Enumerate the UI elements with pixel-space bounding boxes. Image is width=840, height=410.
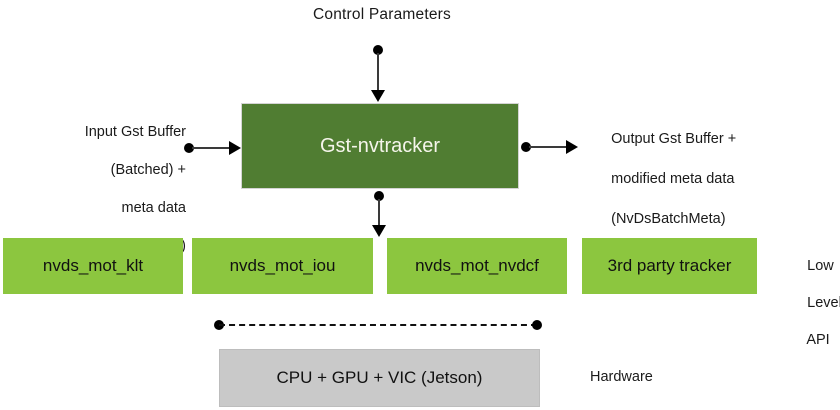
input-arrowhead-icon xyxy=(229,141,241,155)
output-connector-line xyxy=(529,146,566,148)
output-arrowhead-icon xyxy=(566,140,578,154)
control-arrowhead-icon xyxy=(371,90,385,102)
input-label-line: meta data xyxy=(121,200,187,216)
input-label-line: (Batched) + xyxy=(110,162,186,178)
control-connector-dot xyxy=(373,45,383,55)
output-label-line: (NvDsBatchMeta) xyxy=(611,211,726,227)
output-label-line: Output Gst Buffer + xyxy=(611,131,737,147)
block-nvds-mot-klt-label: nvds_mot_klt xyxy=(42,256,144,275)
block-3rd-party-tracker-label: 3rd party tracker xyxy=(607,256,732,275)
hardware-boundary-dashed-line xyxy=(219,324,537,326)
api-label-line: Level xyxy=(807,294,840,311)
block-3rd-party-tracker: 3rd party tracker xyxy=(582,238,757,294)
block-nvds-mot-iou-label: nvds_mot_iou xyxy=(229,256,336,275)
input-connector-line xyxy=(192,147,230,149)
block-nvds-mot-iou: nvds_mot_iou xyxy=(192,238,373,294)
api-label-line: API xyxy=(806,331,830,348)
lowlevel-connector-line xyxy=(378,199,380,225)
output-connector-dot xyxy=(521,142,531,152)
control-parameters-label: Control Parameters xyxy=(313,6,451,23)
hardware-label: Hardware xyxy=(590,369,653,385)
input-label-line: Input Gst Buffer xyxy=(84,124,186,140)
hardware-block: CPU + GPU + VIC (Jetson) xyxy=(219,349,540,407)
gst-nvtracker-block-label: Gst-nvtracker xyxy=(319,134,441,157)
block-nvds-mot-nvdcf: nvds_mot_nvdcf xyxy=(387,238,567,294)
hardware-block-label: CPU + GPU + VIC (Jetson) xyxy=(276,368,483,387)
block-nvds-mot-klt: nvds_mot_klt xyxy=(3,238,183,294)
output-buffer-label: Output Gst Buffer + modified meta data (… xyxy=(595,109,805,249)
hardware-boundary-dot-right xyxy=(532,320,542,330)
control-connector-line xyxy=(377,53,379,93)
lowlevel-arrowhead-icon xyxy=(372,225,386,237)
low-level-api-label: Low Level API xyxy=(791,238,840,368)
block-nvds-mot-nvdcf-label: nvds_mot_nvdcf xyxy=(415,256,539,275)
gst-nvtracker-block: Gst-nvtracker xyxy=(241,103,519,189)
input-connector-dot xyxy=(184,143,194,153)
api-label-line: Low xyxy=(807,257,834,274)
output-label-line: modified meta data xyxy=(611,171,735,187)
lowlevel-connector-dot xyxy=(374,191,384,201)
